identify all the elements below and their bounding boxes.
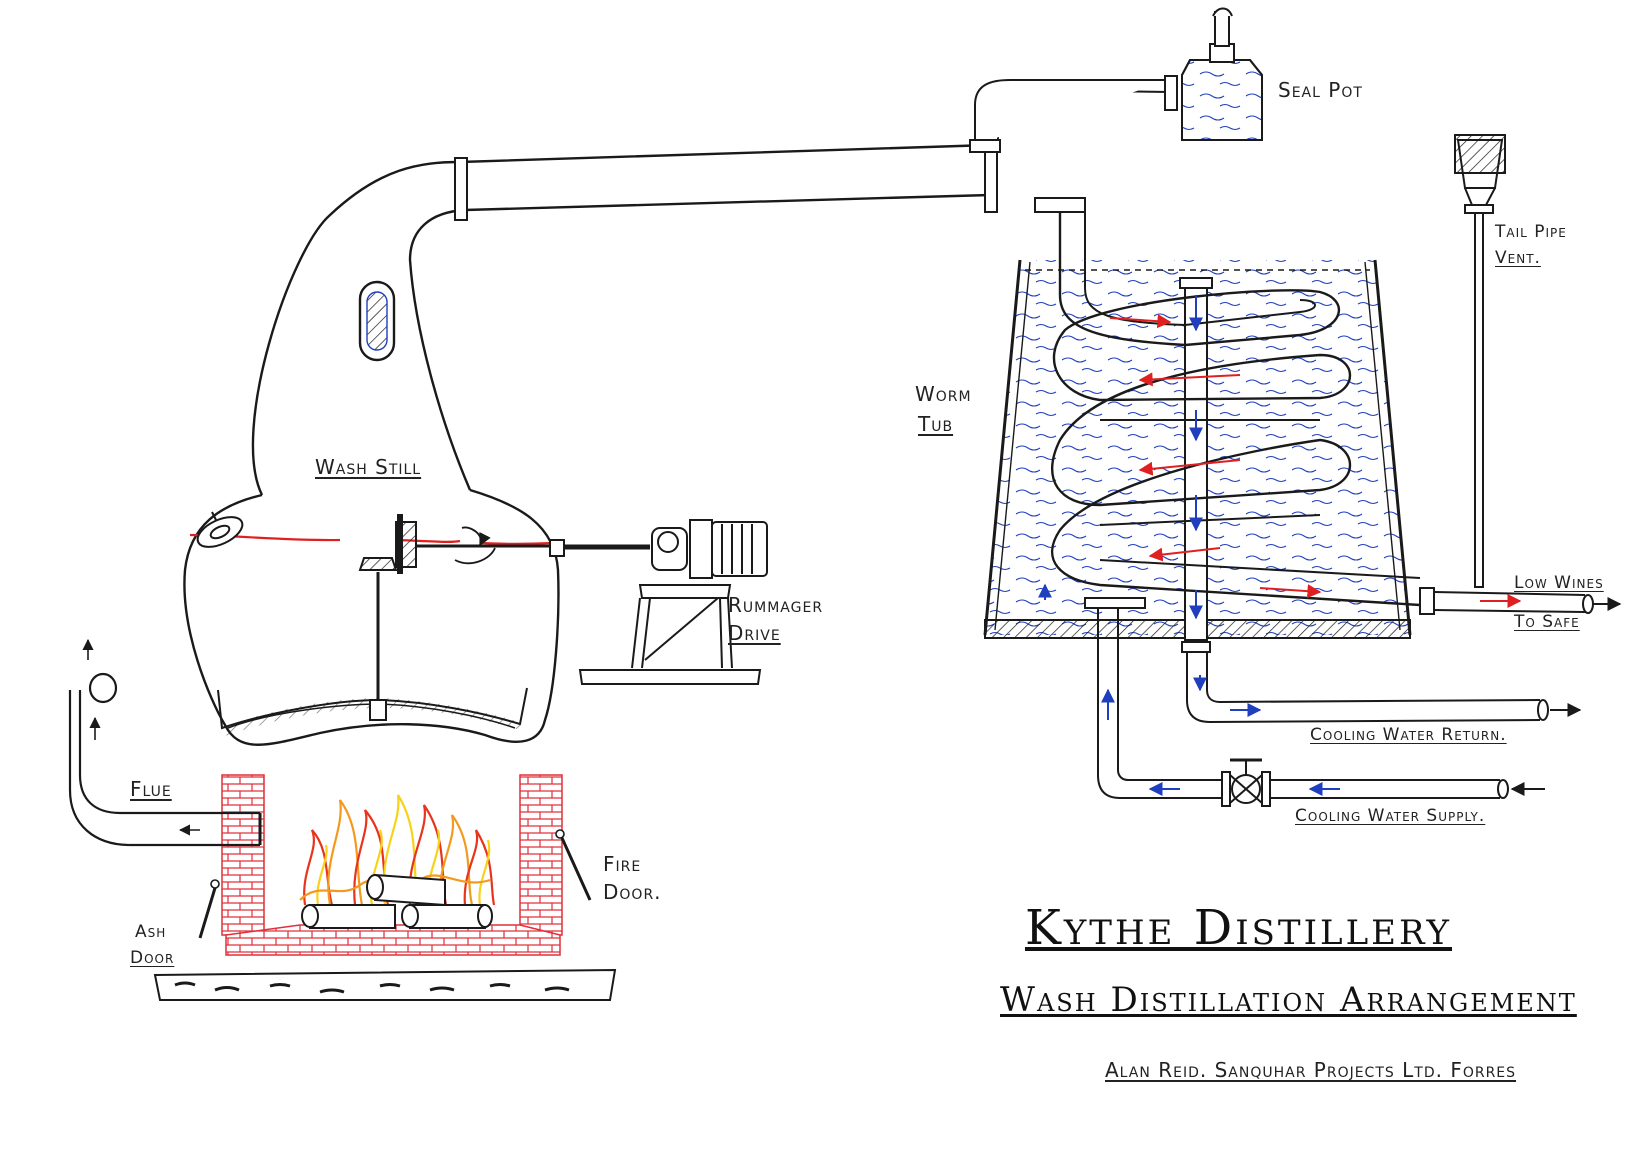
title-sub: Wash Distillation Arrangement bbox=[1000, 980, 1577, 1020]
furnace bbox=[153, 774, 617, 1001]
label-rummager-drive-line1: Rummager bbox=[728, 593, 824, 617]
motor-icon bbox=[651, 519, 768, 579]
tail-pipe-vent bbox=[1454, 134, 1506, 588]
label-tail-pipe-vent-line2: Vent. bbox=[1495, 248, 1541, 268]
cooling-water-supply bbox=[1084, 597, 1545, 799]
label-to-safe: To Safe bbox=[1514, 612, 1580, 632]
label-wash-still: Wash Still bbox=[315, 455, 422, 479]
label-worm-tub-line1: Worm bbox=[915, 382, 972, 406]
label-ash-door-line2: Door bbox=[130, 948, 175, 968]
manhole-icon bbox=[196, 511, 244, 548]
fire-door bbox=[555, 829, 592, 901]
worm-tub bbox=[983, 197, 1522, 641]
label-fire-door-line2: Door. bbox=[603, 880, 662, 904]
title-main: Kythe Distillery bbox=[1025, 900, 1452, 956]
label-cooling-water-return: Cooling Water Return. bbox=[1310, 725, 1507, 745]
porthole-icon bbox=[358, 280, 396, 362]
label-low-wines: Low Wines bbox=[1514, 573, 1604, 593]
flange bbox=[454, 157, 468, 221]
flue-pipe bbox=[68, 638, 262, 847]
label-tail-pipe-vent-line1: Tail Pipe bbox=[1495, 222, 1567, 242]
label-cooling-water-supply: Cooling Water Supply. bbox=[1295, 806, 1486, 826]
wash-level-line bbox=[189, 533, 554, 545]
still-floor bbox=[222, 698, 520, 736]
rummager-drive bbox=[549, 519, 768, 685]
label-seal-pot: Seal Pot bbox=[1278, 78, 1363, 102]
low-wines-pipe bbox=[1419, 587, 1622, 615]
ash-door bbox=[198, 879, 220, 939]
logs bbox=[301, 873, 493, 929]
title-credit: Alan Reid. Sanquhar Projects Ltd. Forres bbox=[1105, 1058, 1517, 1082]
label-rummager-drive-line2: Drive bbox=[728, 621, 781, 645]
label-fire-door-line1: Fire bbox=[603, 852, 642, 876]
label-flue: Flue bbox=[130, 777, 172, 801]
valve-icon bbox=[1221, 758, 1271, 807]
rummager bbox=[358, 514, 650, 721]
wash-still bbox=[183, 143, 991, 746]
label-ash-door-line1: Ash bbox=[135, 922, 167, 942]
label-worm-tub-line2: Tub bbox=[918, 412, 954, 436]
cooling-water-return bbox=[1181, 641, 1582, 724]
seal-pot-icon bbox=[969, 7, 1263, 153]
